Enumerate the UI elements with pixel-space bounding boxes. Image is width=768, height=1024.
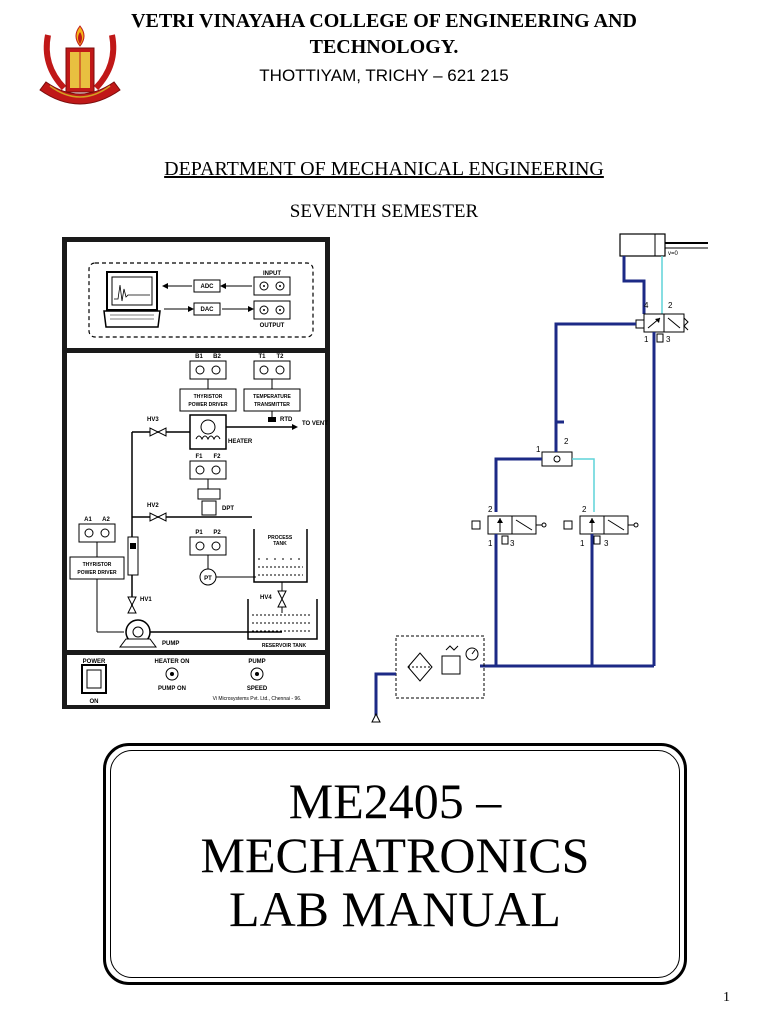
svg-text:B1: B1 [195,354,203,360]
svg-text:A1: A1 [84,517,92,523]
svg-text:ON: ON [90,699,99,705]
svg-text:3: 3 [510,539,515,548]
svg-text:2: 2 [668,301,673,310]
college-name: VETRI VINAYAHA COLLEGE OF ENGINEERING AN… [131,10,637,58]
svg-text:RTD: RTD [280,417,293,423]
svg-text:TEMPERATURE: TEMPERATURE [253,394,291,400]
svg-text:F1: F1 [195,454,203,460]
svg-text:2: 2 [564,437,569,446]
page-number: 1 [723,990,730,1005]
svg-text:HV1: HV1 [140,597,152,603]
svg-text:POWER DRIVER: POWER DRIVER [77,570,117,576]
svg-text:RESERVOIR TANK: RESERVOIR TANK [262,643,307,649]
process-trainer-panel: ADC DAC INPUT OUTPUT B1 B2 THYRISTOR POW… [62,237,330,709]
svg-text:1: 1 [488,539,493,548]
svg-text:SPEED: SPEED [247,686,268,692]
svg-text:HV2: HV2 [147,503,159,509]
output-label: OUTPUT [260,323,285,329]
svg-text:TO VENT: TO VENT [302,421,328,427]
svg-text:POWER DRIVER: POWER DRIVER [188,402,228,408]
svg-text:HV3: HV3 [147,417,159,423]
manual-title: ME2405 – MECHATRONICS LAB MANUAL [106,774,684,936]
svg-text:POWER: POWER [83,659,106,665]
semester-heading: SEVENTH SEMESTER [289,201,479,222]
svg-text:1: 1 [644,335,649,344]
svg-text:HEATER: HEATER [228,439,253,445]
svg-text:TRANSMITTER: TRANSMITTER [254,402,290,408]
svg-text:3: 3 [604,539,609,548]
manual-title-box: ME2405 – MECHATRONICS LAB MANUAL [103,743,687,985]
college-logo [30,20,130,120]
department-heading: DEPARTMENT OF MECHANICAL ENGINEERING [164,158,604,180]
svg-text:F2: F2 [213,454,221,460]
svg-text:PROCESS: PROCESS [268,535,293,541]
svg-text:HEATER ON: HEATER ON [155,659,190,665]
adc-label: ADC [201,284,215,290]
title-line-3: LAB MANUAL [229,881,561,937]
college-address: THOTTIYAM, TRICHY – 621 215 [259,66,509,85]
svg-text:2: 2 [582,505,587,514]
svg-text:DPT: DPT [222,506,234,512]
svg-text:v=0: v=0 [668,251,679,257]
title-line-1: ME2405 – [288,773,502,829]
input-label: INPUT [263,271,281,277]
svg-text:THYRISTOR: THYRISTOR [83,562,112,568]
pneumatic-circuit-diagram: v=0 4 2 1 3 1 2 2 1 3 [368,226,713,726]
svg-text:PUMP ON: PUMP ON [158,686,186,692]
title-box-inner-border [110,750,680,978]
svg-text:B2: B2 [213,354,221,360]
svg-text:1: 1 [580,539,585,548]
svg-text:PUMP: PUMP [248,659,265,665]
svg-text:PT: PT [204,576,212,582]
dac-label: DAC [201,307,215,313]
svg-text:P2: P2 [213,530,221,536]
svg-text:2: 2 [488,505,493,514]
svg-text:PUMP: PUMP [162,641,179,647]
svg-text:1: 1 [536,445,541,454]
laptop-icon [103,271,161,328]
svg-text:3: 3 [666,335,671,344]
svg-text:THYRISTOR: THYRISTOR [194,394,223,400]
title-line-2: MECHATRONICS [200,827,590,883]
svg-text:Vi Microsystems Pvt. Ltd., Che: Vi Microsystems Pvt. Ltd., Chennai - 96. [213,696,302,702]
svg-text:4: 4 [644,301,649,310]
svg-text:T1: T1 [258,354,266,360]
svg-text:A2: A2 [102,517,110,523]
svg-text:TANK: TANK [273,541,287,547]
svg-text:P1: P1 [195,530,203,536]
svg-text:T2: T2 [276,354,284,360]
svg-text:HV4: HV4 [260,595,272,601]
